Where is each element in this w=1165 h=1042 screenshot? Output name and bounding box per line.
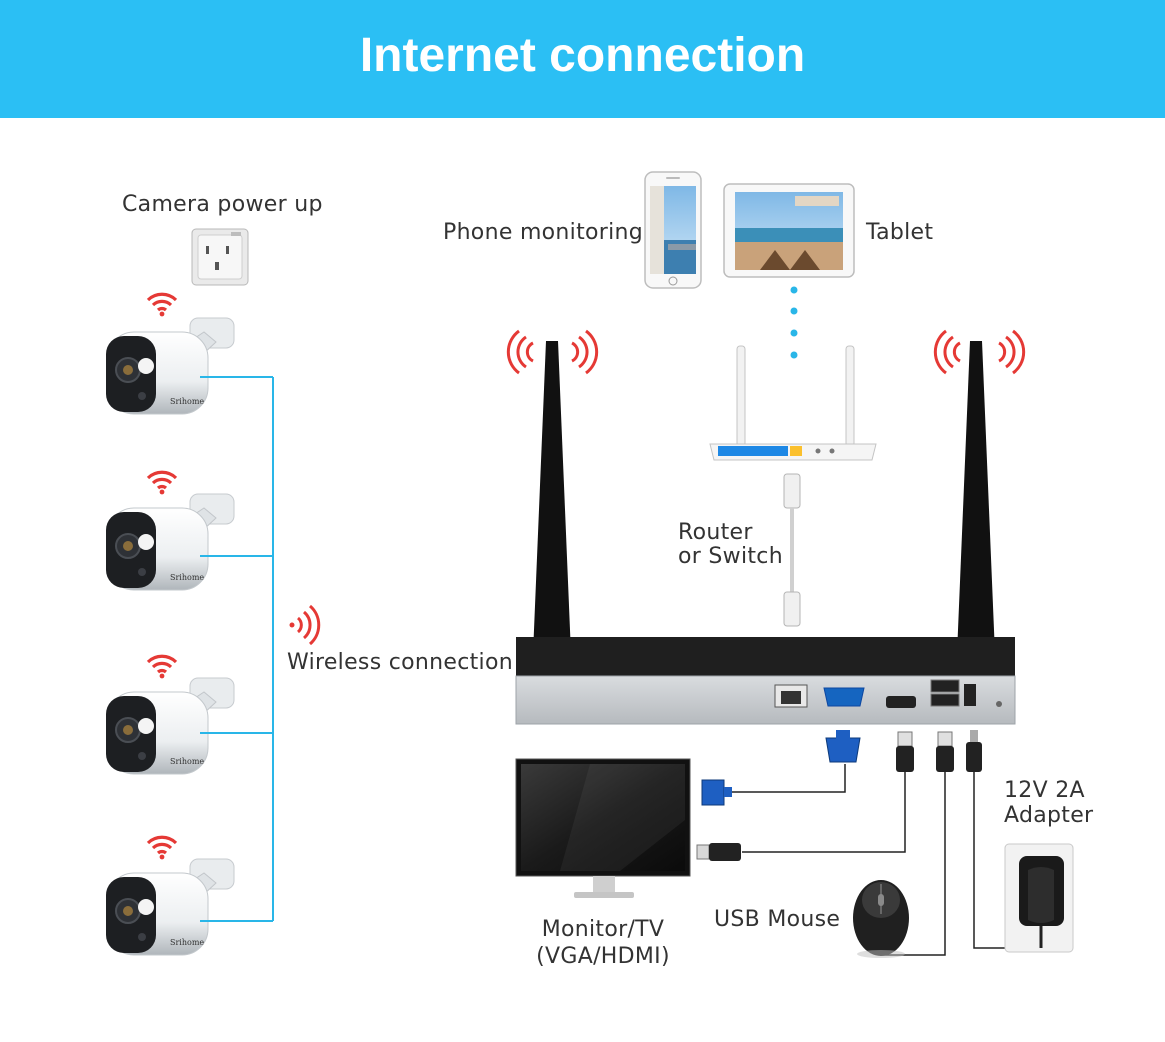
- camera-1: [105, 292, 235, 415]
- router-label-line2: or Switch: [678, 544, 783, 569]
- phone-device: [644, 171, 702, 289]
- camera-power-label: Camera power up: [122, 192, 323, 217]
- dc-plug: [966, 730, 982, 772]
- mouse-device: [853, 880, 909, 958]
- monitor-device: [515, 758, 691, 898]
- nvr-recorder: [515, 637, 1016, 725]
- wireless-dots: [790, 286, 798, 359]
- router-label-line1: Router: [678, 520, 753, 545]
- monitor-label-line2: (VGA/HDMI): [536, 944, 670, 969]
- adapter-label-line1: 12V 2A: [1004, 778, 1085, 803]
- header-banner: Internet connection: [0, 0, 1165, 118]
- vga-plug-monitor: [701, 779, 732, 806]
- tablet-device: [723, 183, 855, 278]
- wireless-connection-label: Wireless connection: [287, 650, 513, 675]
- camera-4: [105, 835, 235, 956]
- vga-connector: [825, 730, 861, 763]
- ethernet-cable: [783, 473, 801, 627]
- usb-plug-1: [896, 731, 914, 772]
- usb-plug-monitor: [696, 843, 741, 861]
- signal-icon-left: [506, 329, 599, 375]
- page-title: Internet connection: [359, 29, 806, 82]
- router-device: [709, 345, 877, 461]
- antenna-left: [532, 341, 572, 685]
- tablet-label: Tablet: [866, 220, 934, 245]
- usb-mouse-label: USB Mouse: [714, 907, 841, 932]
- monitor-label-line1: Monitor/TV: [541, 917, 665, 942]
- power-adapter: [1004, 843, 1074, 953]
- wireless-signal-icon: [289, 604, 321, 646]
- signal-icon-right: [933, 329, 1026, 375]
- camera-2: [105, 470, 235, 591]
- phone-monitoring-label: Phone monitoring: [443, 220, 644, 245]
- camera-3: [105, 654, 235, 775]
- power-socket: [191, 228, 249, 286]
- adapter-label-line2: Adapter: [1004, 803, 1094, 828]
- usb-plug-2: [936, 731, 954, 772]
- antenna-right: [956, 341, 996, 685]
- wireless-bracket: [200, 376, 274, 922]
